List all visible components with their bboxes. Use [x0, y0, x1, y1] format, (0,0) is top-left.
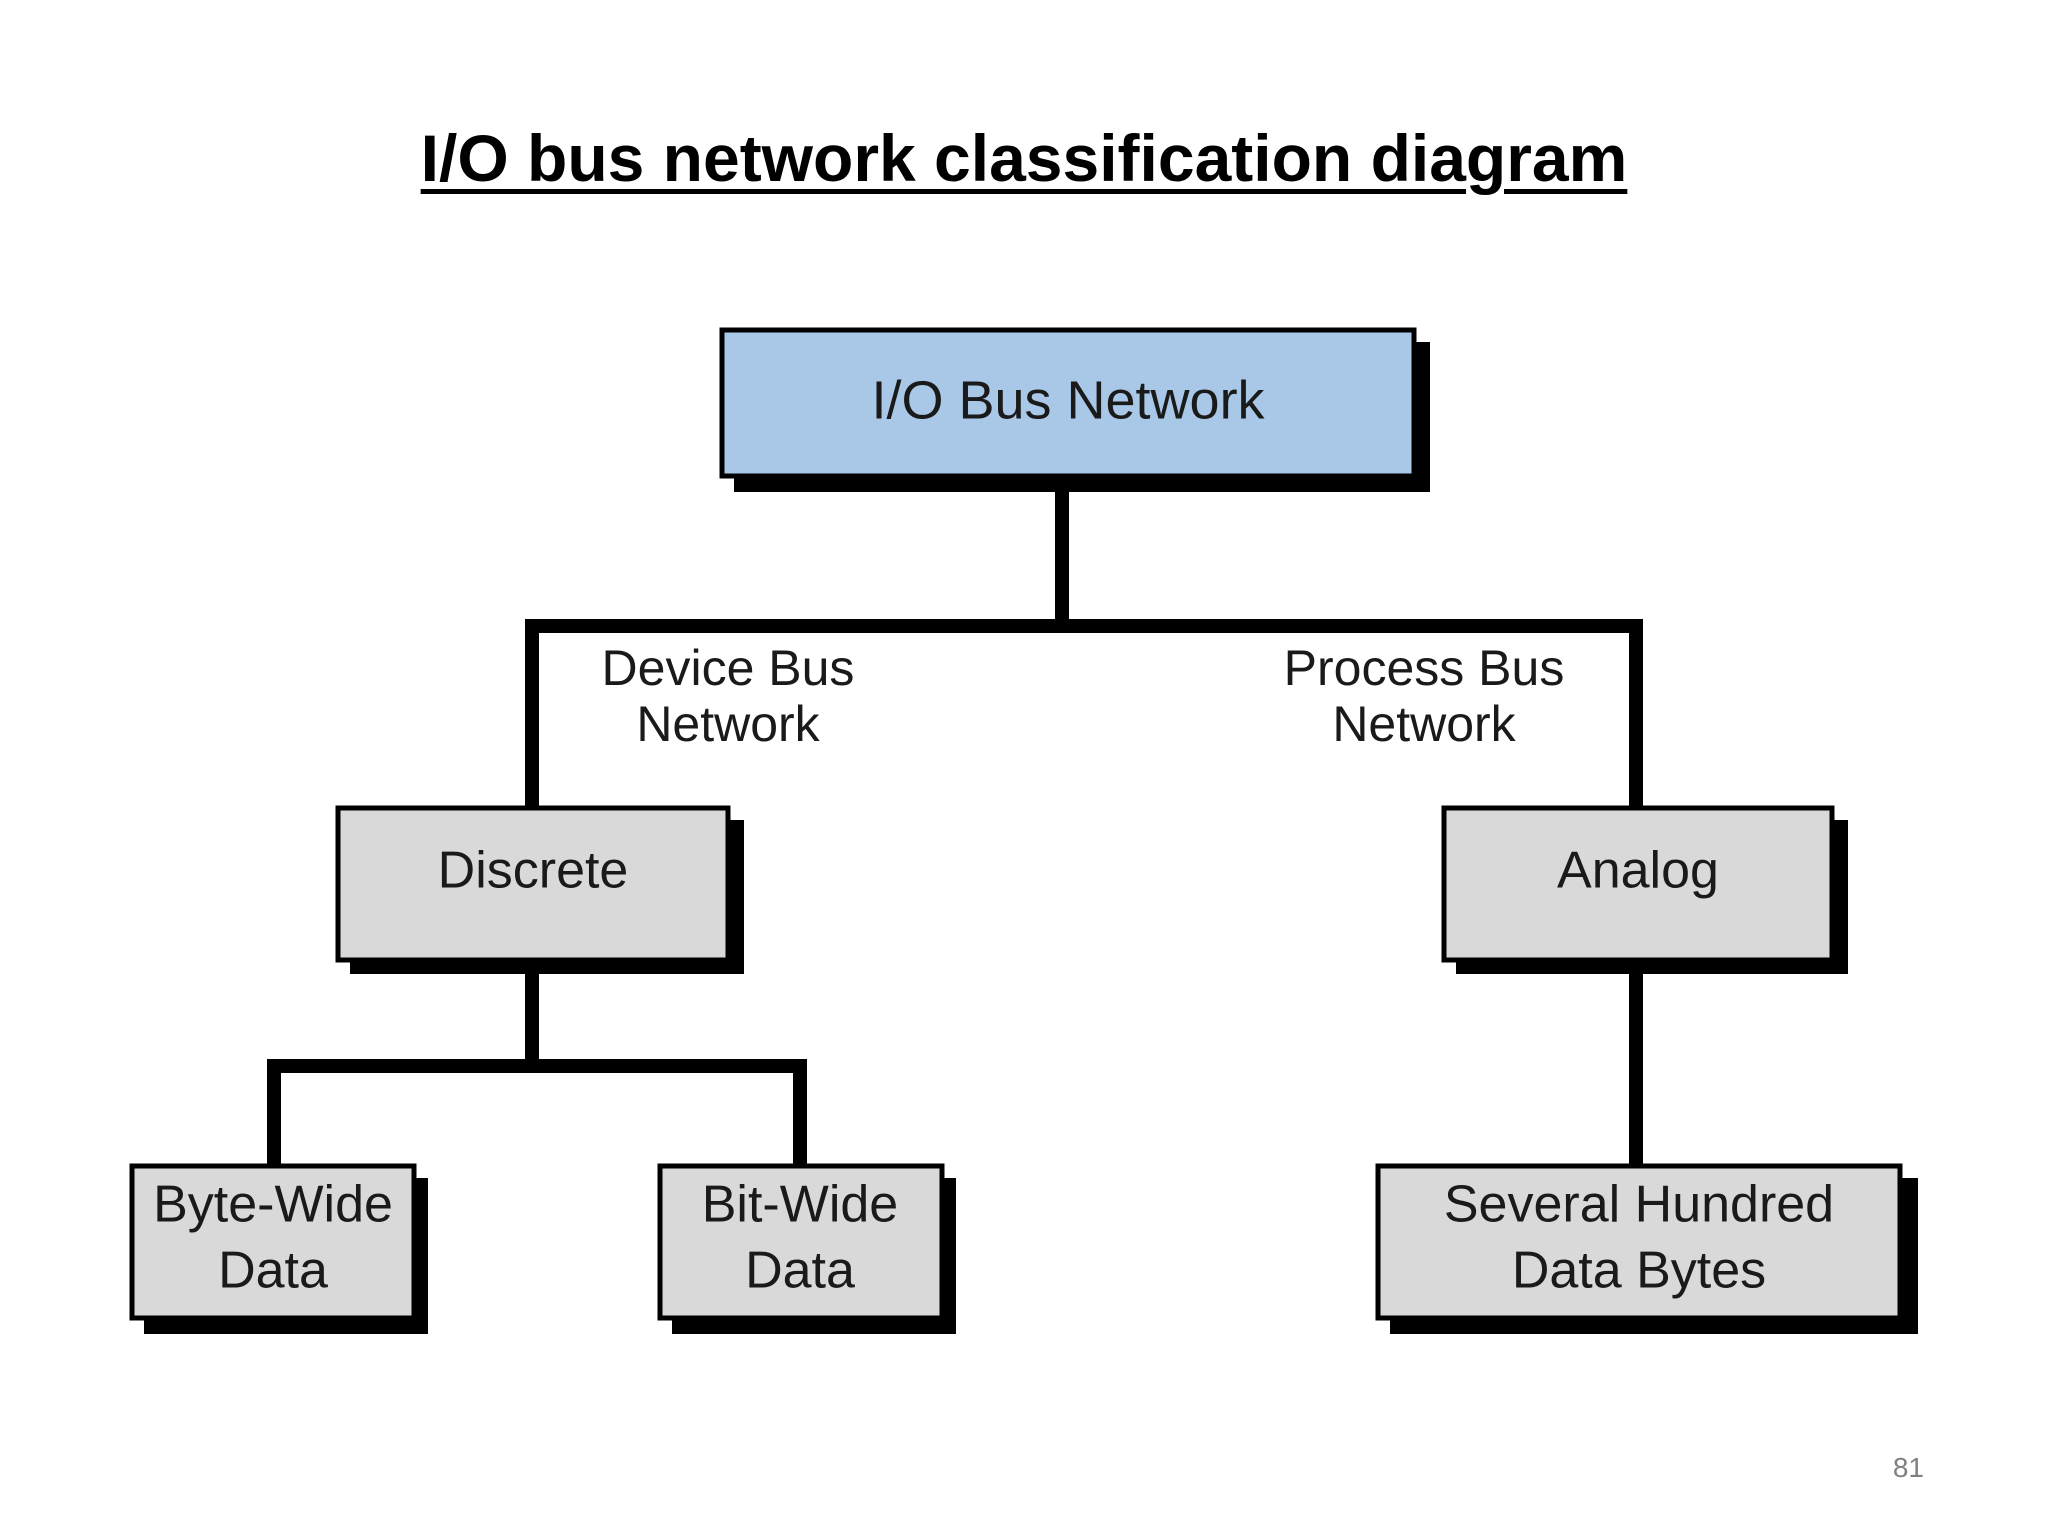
process-bus-label-line1: Process Bus: [1284, 640, 1565, 696]
discrete-node-box: [335, 805, 731, 963]
several-hundred-data-bytes-node: Several Hundred Data Bytes: [1375, 1163, 1918, 1334]
bit-wide-data-node-box: [657, 1163, 945, 1321]
byte-wide-data-node-box: [129, 1163, 417, 1321]
device-bus-label: Device Bus Network: [602, 640, 855, 752]
bit-wide-data-node: Bit-Wide Data: [657, 1163, 956, 1334]
discrete-to-leaves-connector: [267, 963, 807, 1173]
page-number: 81: [1892, 1452, 1924, 1483]
device-bus-label-line1: Device Bus: [602, 640, 855, 696]
connector-lines: [267, 477, 1643, 1173]
process-bus-label: Process Bus Network: [1284, 640, 1565, 752]
analog-node-box: [1441, 805, 1835, 963]
process-bus-label-line2: Network: [1332, 696, 1516, 752]
root-node-box: [719, 327, 1417, 479]
byte-wide-data-label-line2: Data: [218, 1242, 328, 1300]
byte-wide-data-label-line1: Byte-Wide: [153, 1176, 393, 1234]
slide-title-text: I/O bus network classification diagram: [420, 121, 1628, 195]
several-hundred-data-bytes-label-line2: Data Bytes: [1512, 1242, 1766, 1300]
bit-wide-data-label-line2: Data: [745, 1242, 855, 1300]
root-node: I/O Bus Network: [719, 327, 1430, 492]
discrete-node-label: Discrete: [438, 842, 629, 900]
bit-wide-data-label-line1: Bit-Wide: [702, 1176, 898, 1234]
analog-node: Analog: [1441, 805, 1848, 974]
analog-node-label: Analog: [1557, 842, 1719, 900]
several-hundred-data-bytes-node-box: [1375, 1163, 1903, 1321]
root-to-branches-connector: [525, 477, 1643, 813]
byte-wide-data-node: Byte-Wide Data: [129, 1163, 428, 1334]
root-node-label: I/O Bus Network: [871, 370, 1265, 430]
device-bus-label-line2: Network: [636, 696, 820, 752]
discrete-node: Discrete: [335, 805, 744, 974]
several-hundred-data-bytes-label-line1: Several Hundred: [1444, 1176, 1834, 1234]
slide-title: I/O bus network classification diagram: [0, 118, 2048, 198]
